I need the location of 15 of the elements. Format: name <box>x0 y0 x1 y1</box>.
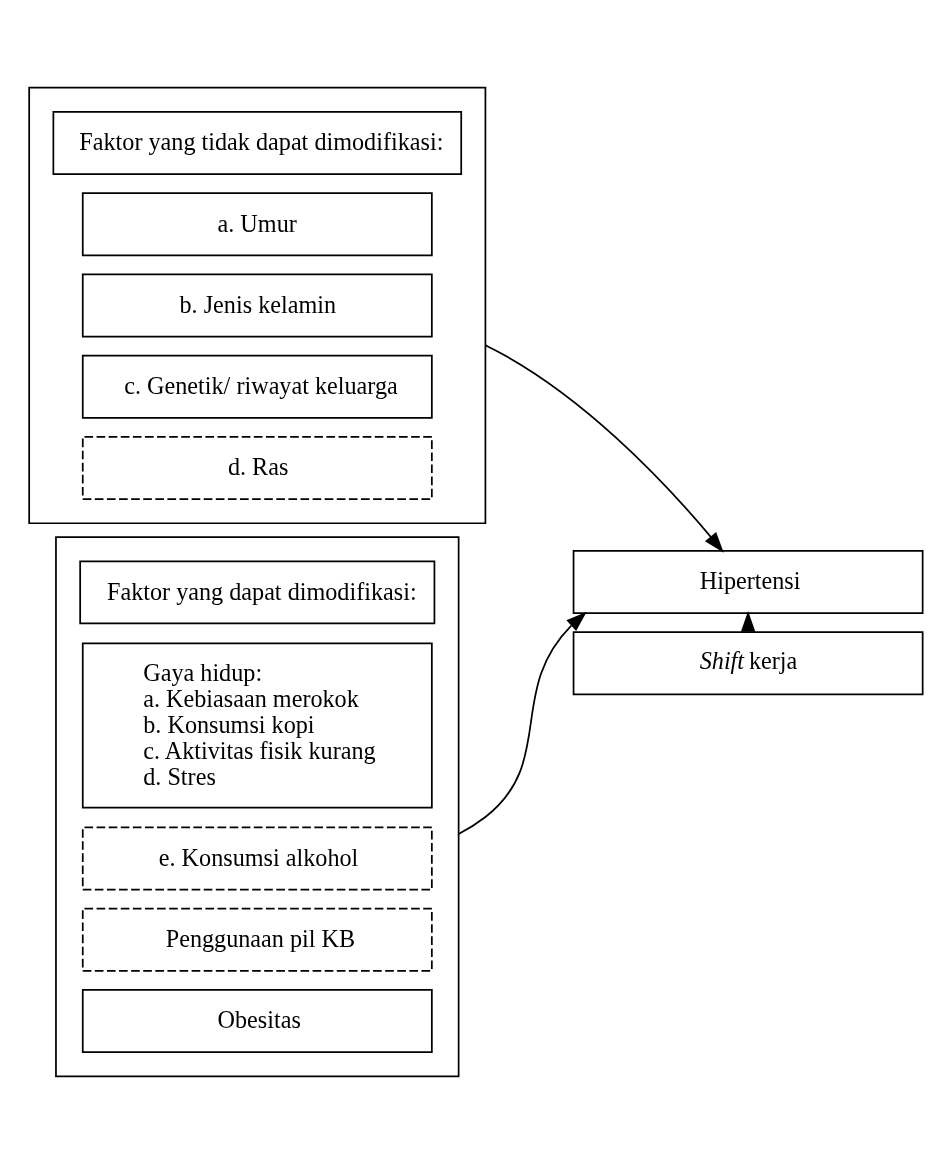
arrow <box>484 343 724 553</box>
cluster <box>28 86 487 524</box>
node-box: c. Genetik/ riwayat keluarga <box>81 354 433 419</box>
arrow <box>457 611 587 835</box>
node-box: b. Jenis kelamin <box>81 273 433 337</box>
node-box: Obesitas <box>81 988 433 1053</box>
node-box: e. Konsumsi alkohol <box>81 826 433 890</box>
node-box: a. Umur <box>81 191 433 256</box>
node-box: Penggunaan pil KB <box>81 907 433 972</box>
node-box: Gaya hidup: a. Kebiasaan merokok b. Konsumsi kopi c. Aktivitas fisik kurang d. Stres <box>81 642 433 808</box>
cluster <box>55 535 460 1077</box>
node-box: d. Ras <box>81 435 433 500</box>
node-box: Hipertensi <box>572 549 924 614</box>
node-box: Faktor yang dapat dimodifikasi: <box>79 559 436 624</box>
node-box: Faktor yang tidak dapat dimodifikasi: <box>52 110 463 175</box>
